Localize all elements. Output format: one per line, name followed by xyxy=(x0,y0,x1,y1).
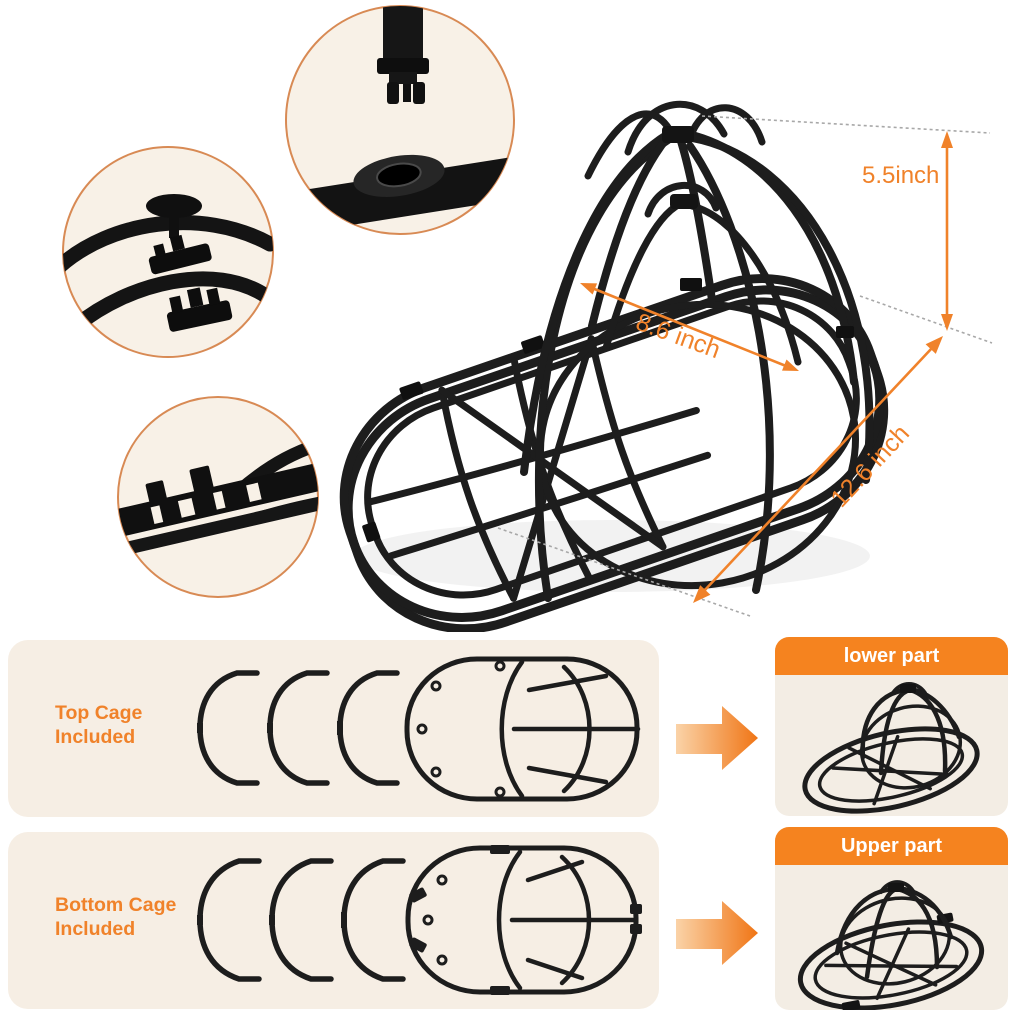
dimension-height-label: 5.5inch xyxy=(862,162,940,189)
magnified-detail-clip-joint-icon xyxy=(62,146,274,358)
dimension-lines xyxy=(497,115,993,617)
bottom-cage-frame-image xyxy=(405,845,642,995)
top-cage-frame-image xyxy=(404,656,641,802)
lower-part-card: lower part xyxy=(775,637,1008,816)
top-cage-arc-parts-image xyxy=(197,670,400,786)
upper-part-header: Upper part xyxy=(775,827,1008,865)
bottom-cage-panel: Bottom Cage Included xyxy=(8,832,659,1009)
upper-part-card: Upper part xyxy=(775,827,1008,1010)
hat-cage-frame xyxy=(339,100,889,632)
top-cage-panel: Top Cage Included xyxy=(8,640,659,817)
arrow-right-icon xyxy=(676,706,758,770)
upper-part-image xyxy=(775,865,1008,1010)
bottom-cage-arc-parts-image xyxy=(197,858,406,982)
main-product-photo xyxy=(62,5,993,632)
lower-part-header: lower part xyxy=(775,637,1008,675)
lower-part-image xyxy=(775,675,1008,816)
arrow-right-icon xyxy=(676,901,758,965)
magnified-detail-rail-clips-icon xyxy=(117,396,319,598)
magnified-detail-top-connector-icon xyxy=(285,5,515,235)
bottom-cage-label: Bottom Cage Included xyxy=(55,894,177,940)
top-cage-label: Top Cage Included xyxy=(55,702,143,748)
